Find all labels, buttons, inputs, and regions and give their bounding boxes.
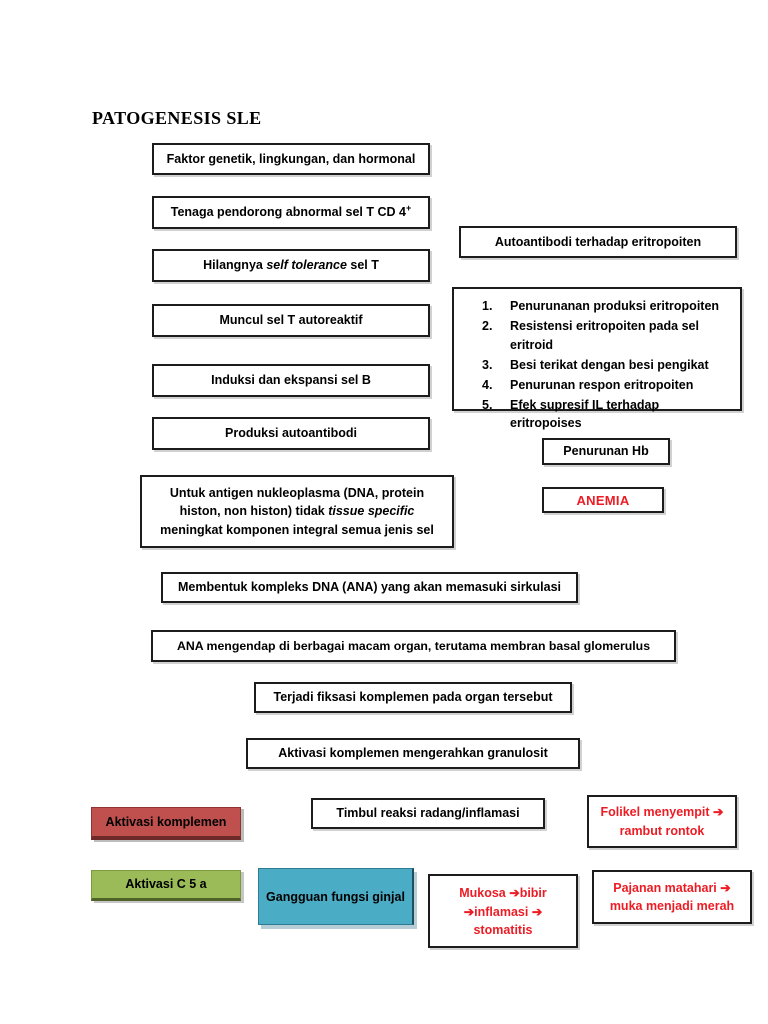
flow-box-timbul-reaksi: Timbul reaksi radang/inflamasi [311, 798, 545, 829]
italic-term: tissue specific [328, 504, 415, 519]
flow-box-label: ANA mengendap di berbagai macam organ, t… [176, 638, 651, 653]
outcome-box-aktivasi-komplemen: Aktivasi komplemen [91, 807, 241, 840]
flow-box-label: Membentuk kompleks DNA (ANA) yang akan m… [178, 580, 561, 594]
flow-box-label: Tenaga pendorong abnormal sel T CD 4+ [170, 202, 412, 219]
flow-box-label: Produksi autoantibodi [225, 426, 357, 440]
flow-box-label: Terjadi fiksasi komplemen pada organ ter… [273, 690, 553, 704]
list-item: 5. Efek supresif IL terhadap eritropoise… [482, 397, 660, 431]
flow-box-label: Penurunan Hb [563, 444, 649, 458]
outcome-box-aktivasi-c5a: Aktivasi C 5 a [91, 870, 241, 901]
page-title: PATOGENESIS SLE [92, 108, 262, 128]
flow-box-label: Timbul reaksi radang/inflamasi [336, 806, 520, 820]
numbered-list: 1. Penurunanan produksi eritropoiten 2. … [482, 297, 734, 434]
flow-box-label: Autoantibodi terhadap eritropoiten [494, 234, 702, 249]
flow-box-penurunan-hb: Penurunan Hb [542, 438, 670, 465]
outcome-box-gangguan-fungsi-ginjal: Gangguan fungsi ginjal [258, 868, 414, 925]
flow-box-label: Muncul sel T autoreaktif [219, 313, 363, 327]
flow-box-faktor-genetik: Faktor genetik, lingkungan, dan hormonal [152, 143, 430, 175]
flow-box-anemia: ANEMIA [542, 487, 664, 513]
outcome-label: Folikel menyempit ➔ rambut rontok [600, 805, 724, 838]
flow-box-label: Induksi dan ekspansi sel B [211, 373, 371, 387]
italic-term: self tolerance [266, 258, 347, 272]
outcome-box-folikel-rambut-rontok: Folikel menyempit ➔ rambut rontok [587, 795, 737, 848]
flow-box-label: Faktor genetik, lingkungan, dan hormonal [166, 151, 416, 166]
anemia-label: ANEMIA [576, 492, 630, 508]
outcome-box-pajanan-matahari: Pajanan matahari ➔ muka menjadi merah [592, 870, 752, 924]
outcome-label: Mukosa ➔bibir ➔inflamasi ➔ stomatitis [459, 886, 547, 937]
flow-box-label: Untuk antigen nukleoplasma (DNA, protein… [160, 485, 434, 537]
flow-box-untuk-antigen: Untuk antigen nukleoplasma (DNA, protein… [140, 475, 454, 548]
outcome-label: Pajanan matahari ➔ muka menjadi merah [609, 880, 735, 914]
superscript-plus: + [405, 202, 412, 213]
flow-box-produksi-autoantibodi: Produksi autoantibodi [152, 417, 430, 450]
list-item: 2. Resistensi eritropoiten pada sel erit… [482, 319, 699, 352]
flow-box-aktivasi-granulosit: Aktivasi komplemen mengerahkan granulosi… [246, 738, 580, 769]
flow-box-hilangnya-self-tolerance: Hilangnya self tolerance sel T [152, 249, 430, 282]
outcome-label: Aktivasi C 5 a [125, 877, 207, 891]
list-item: 4. Penurunan respon eritropoiten [482, 377, 694, 392]
flow-box-muncul-sel-t: Muncul sel T autoreaktif [152, 304, 430, 337]
list-item: 3. Besi terikat dengan besi pengikat [482, 357, 709, 372]
flow-box-eritropoiten-list: 1. Penurunanan produksi eritropoiten 2. … [452, 287, 742, 430]
flow-box-tenaga-pendorong: Tenaga pendorong abnormal sel T CD 4+ [152, 196, 430, 229]
flow-box-induksi-ekspansi: Induksi dan ekspansi sel B [152, 364, 430, 397]
outcome-box-mukosa-stomatitis: Mukosa ➔bibir ➔inflamasi ➔ stomatitis [428, 874, 578, 948]
outcome-label: Aktivasi komplemen [105, 814, 227, 829]
flow-box-autoantibodi-eritropoiten: Autoantibodi terhadap eritropoiten [459, 226, 737, 258]
flow-box-label: Aktivasi komplemen mengerahkan granulosi… [278, 746, 548, 760]
flow-box-label: Hilangnya self tolerance sel T [203, 258, 379, 272]
flow-box-terjadi-fiksasi: Terjadi fiksasi komplemen pada organ ter… [254, 682, 572, 713]
outcome-label: Gangguan fungsi ginjal [266, 889, 405, 904]
flow-box-membentuk-kompleks: Membentuk kompleks DNA (ANA) yang akan m… [161, 572, 578, 603]
flow-box-ana-mengendap: ANA mengendap di berbagai macam organ, t… [151, 630, 676, 662]
list-item: 1. Penurunanan produksi eritropoiten [482, 299, 720, 313]
